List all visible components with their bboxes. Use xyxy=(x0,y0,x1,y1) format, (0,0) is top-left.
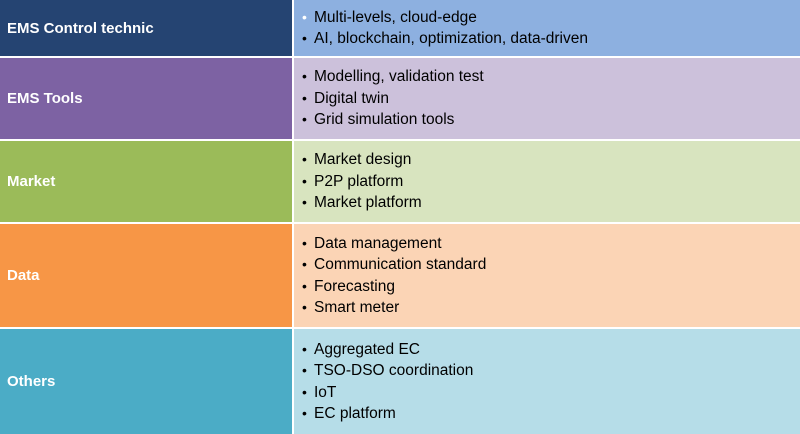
list-item: •Modelling, validation test xyxy=(302,66,800,88)
bullet-icon: • xyxy=(302,405,307,421)
bullet-icon: • xyxy=(302,256,307,272)
bullet-icon: • xyxy=(302,383,307,400)
list-item: •Grid simulation tools xyxy=(302,109,800,131)
category-label-ems-tools: EMS Tools xyxy=(0,58,294,139)
list-item: •Digital twin xyxy=(302,88,800,110)
bullet-icon: • xyxy=(302,299,307,315)
list-item: •Aggregated EC xyxy=(302,339,800,361)
list-item: •Communication standard xyxy=(302,254,800,276)
row-market: Market •Market design •P2P platform •Mar… xyxy=(0,141,800,224)
bullet-icon: • xyxy=(302,68,307,85)
bullet-icon: • xyxy=(302,234,307,251)
list-item: •Smart meter xyxy=(302,297,800,319)
list-item: •IoT xyxy=(302,382,800,404)
item-list-market: •Market design •P2P platform •Market pla… xyxy=(294,141,800,222)
item-list-ems-tools: •Modelling, validation test •Digital twi… xyxy=(294,58,800,139)
category-label-others: Others xyxy=(0,329,294,434)
list-item: •P2P platform xyxy=(302,171,800,193)
row-data: Data •Data management •Communication sta… xyxy=(0,224,800,329)
bullet-icon: • xyxy=(302,277,307,294)
bullet-icon: • xyxy=(302,111,307,128)
list-item: •Market platform xyxy=(302,192,800,214)
bullet-icon: • xyxy=(302,30,307,46)
bullet-icon: • xyxy=(302,172,307,189)
list-item: •Forecasting xyxy=(302,276,800,298)
list-item: •Multi-levels, cloud-edge xyxy=(302,7,800,29)
bullet-icon: • xyxy=(302,89,307,106)
category-label-data: Data xyxy=(0,224,294,327)
bullet-icon: • xyxy=(302,151,307,168)
list-item: •TSO-DSO coordination xyxy=(302,360,800,382)
row-ems-tools: EMS Tools •Modelling, validation test •D… xyxy=(0,58,800,141)
row-ems-control-technic: EMS Control technic •Multi-levels, cloud… xyxy=(0,0,800,58)
bullet-icon: • xyxy=(302,362,307,378)
row-others: Others •Aggregated EC •TSO-DSO coordinat… xyxy=(0,329,800,434)
item-list-others: •Aggregated EC •TSO-DSO coordination •Io… xyxy=(294,329,800,434)
category-label-ems-control-technic: EMS Control technic xyxy=(0,0,294,56)
item-list-data: •Data management •Communication standard… xyxy=(294,224,800,327)
list-item: •EC platform xyxy=(302,403,800,425)
list-item: •Market design xyxy=(302,149,800,171)
category-label-market: Market xyxy=(0,141,294,222)
list-item: •Data management xyxy=(302,233,800,255)
item-list-ems-control-technic: •Multi-levels, cloud-edge •AI, blockchai… xyxy=(294,0,800,56)
list-item: •AI, blockchain, optimization, data-driv… xyxy=(302,28,800,50)
bullet-icon: • xyxy=(302,340,307,357)
bullet-icon: • xyxy=(302,194,307,211)
bullet-icon: • xyxy=(302,8,307,25)
